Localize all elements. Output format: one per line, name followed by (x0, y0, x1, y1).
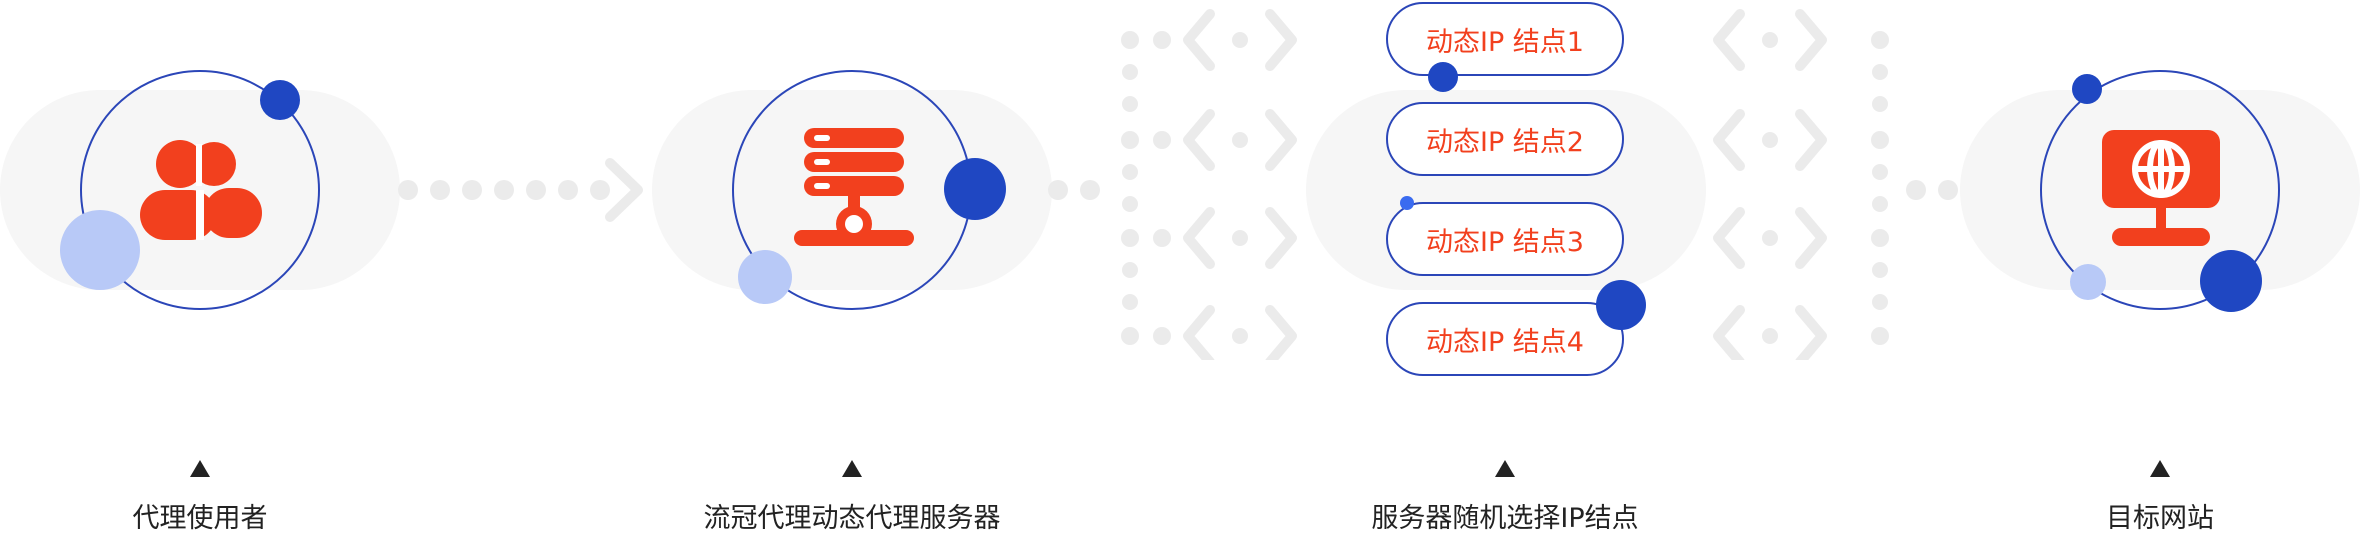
decor-dot (1428, 62, 1458, 92)
triangle-pointer-icon (190, 460, 210, 477)
ip-node-label: 动态IP 结点4 (1425, 326, 1584, 358)
fanout-pattern-right (1713, 9, 1889, 360)
ip-node-label: 动态IP 结点3 (1425, 226, 1584, 258)
decor-dot (1596, 280, 1646, 330)
ip-node: 动态IP 结点1 (1386, 2, 1624, 76)
decor-dot (738, 250, 792, 304)
fanout-pattern-left (1121, 9, 1297, 360)
step1-ring (80, 70, 320, 310)
decor-dot (2072, 74, 2102, 104)
decor-dot (2070, 264, 2106, 300)
ip-node-label: 动态IP 结点1 (1425, 26, 1584, 58)
ip-node: 动态IP 结点2 (1386, 102, 1624, 176)
step4-ring (2040, 70, 2280, 310)
ip-node: 动态IP 结点3 (1386, 202, 1624, 276)
step2-label: 流冠代理动态代理服务器 (703, 503, 1001, 534)
triangle-pointer-icon (2150, 460, 2170, 477)
decor-dot (944, 158, 1006, 220)
decor-dot (260, 80, 300, 120)
website-globe-icon (2102, 130, 2220, 246)
ip-node-label: 动态IP 结点2 (1425, 126, 1584, 158)
users-icon (140, 140, 262, 240)
chevron-right-icon (605, 158, 643, 222)
ip-node: 动态IP 结点4 (1386, 302, 1624, 376)
decor-dot (2200, 250, 2262, 312)
server-icon (794, 128, 914, 246)
step4-label: 目标网站 (2106, 503, 2214, 534)
triangle-pointer-icon (842, 460, 862, 477)
decor-dot (60, 210, 140, 290)
triangle-pointer-icon (1495, 460, 1515, 477)
step3-label: 服务器随机选择IP结点 (1371, 503, 1639, 534)
decor-dot (1400, 196, 1414, 210)
step1-label: 代理使用者 (132, 503, 268, 534)
